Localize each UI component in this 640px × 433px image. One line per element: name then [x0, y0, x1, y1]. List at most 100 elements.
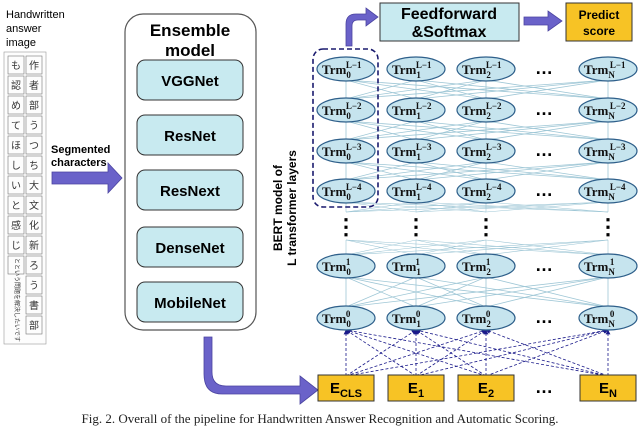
- figure-caption: Fig. 2. Overall of the pipeline for Hand…: [81, 411, 559, 426]
- layer-edge: [345, 79, 609, 100]
- embedding-label: E2: [478, 380, 494, 400]
- trm-node-label: Trm20: [462, 309, 491, 329]
- answer-label-line-1: Handwritten: [6, 9, 65, 21]
- layer-edge: [485, 79, 609, 100]
- trm-node-top-2-2: [456, 97, 516, 123]
- answer-cell: [7, 215, 25, 235]
- layer-edge: [345, 276, 609, 308]
- layer-edge: [485, 120, 609, 141]
- arrow-to-feedforward: [345, 7, 379, 47]
- layer-edge: [415, 201, 487, 213]
- answer-char: ほ: [11, 140, 21, 152]
- trm-node-layer-1-2: [456, 253, 516, 279]
- layer-edge: [345, 239, 487, 256]
- layer-edge: [345, 120, 609, 141]
- row-ellipsis: …: [535, 255, 553, 275]
- model-box-resnext: [136, 169, 244, 211]
- trm-node-layer-0-N: [578, 305, 638, 331]
- trm-node-label: Trm10: [392, 309, 421, 329]
- embedding-edge: [415, 329, 487, 377]
- segmented-arrow: Segmented characters: [51, 144, 123, 195]
- embedding-edge: [485, 329, 609, 377]
- segmented-label-line-2: characters: [51, 157, 107, 169]
- predict-line-1: Predict: [579, 8, 620, 22]
- answer-cell: [7, 195, 25, 215]
- layer-edge: [485, 201, 609, 213]
- layer-edge: [345, 161, 609, 181]
- answer-cell: [7, 175, 25, 195]
- answer-label-line-3: image: [6, 37, 36, 49]
- layer-edge: [415, 120, 609, 141]
- embedding-edge: [415, 328, 609, 377]
- trm-node-label: Trm2L−1: [462, 60, 502, 80]
- ensemble-title-line-2: model: [165, 41, 215, 60]
- answer-cell: [25, 195, 43, 215]
- layer-edge: [415, 276, 487, 308]
- layer-edge: [345, 276, 487, 308]
- arrow-to-ensemble: [51, 161, 123, 195]
- answer-label-line-2: answer: [6, 23, 42, 35]
- answer-char: と: [11, 200, 21, 212]
- trm-node-top-1-N: [578, 56, 638, 82]
- embedding-edge: [345, 329, 487, 377]
- answer-char: つ: [29, 141, 39, 152]
- embedding-2: [457, 374, 515, 402]
- trm-node-label: Trm1L−1: [392, 60, 432, 80]
- bert-label: BERT model of L transformer layers: [271, 150, 299, 266]
- layer-edge: [345, 161, 487, 181]
- layer-edge: [345, 120, 487, 141]
- trm-node-label: Trm1L−3: [392, 142, 432, 162]
- answer-char: 者: [29, 80, 39, 92]
- answer-cell: [7, 55, 25, 75]
- trm-node-top-1-2: [456, 56, 516, 82]
- layer-edge: [485, 239, 609, 256]
- layer-edge: [415, 79, 609, 100]
- model-label: ResNext: [160, 183, 220, 200]
- trm-node-label: TrmNL−2: [584, 101, 626, 121]
- answer-char: い: [11, 181, 21, 192]
- trm-node-label: Trm21: [462, 257, 491, 277]
- trm-node-label: TrmN1: [584, 257, 615, 277]
- model-box-resnet: [136, 114, 244, 156]
- layer-edge: [345, 79, 487, 100]
- answer-char: め: [11, 100, 21, 112]
- answer-cell: [7, 255, 25, 275]
- layer-edge: [415, 239, 487, 256]
- trm-node-label: TrmNL−1: [584, 60, 626, 80]
- answer-char: 文: [29, 199, 39, 212]
- embedding-edge: [345, 328, 609, 377]
- model-label: MobileNet: [154, 295, 226, 312]
- answer-char: 大: [29, 179, 39, 192]
- trm-node-top-2-0: [316, 97, 376, 123]
- answer-char: 新: [29, 239, 39, 252]
- layer-vdots: ⋮: [597, 214, 619, 239]
- layer-edge: [345, 201, 417, 213]
- layer-edge: [345, 120, 417, 141]
- predict-score-box: [565, 2, 633, 42]
- layer-edge: [345, 239, 609, 256]
- trm-node-top-3-0: [316, 138, 376, 164]
- arrow-to-predict: [523, 10, 563, 32]
- model-label: ResNet: [164, 128, 216, 145]
- trm-node-top-2-N: [578, 97, 638, 123]
- model-box-mobilenet: [136, 281, 244, 323]
- embedding-edge: [345, 329, 417, 377]
- answer-char: 部: [29, 99, 39, 112]
- answer-cell: [25, 75, 43, 95]
- trm-node-top-4-N: [578, 178, 638, 204]
- layer-edge: [345, 239, 417, 256]
- answer-char: も: [11, 60, 21, 72]
- arrow-to-embeddings: [203, 336, 319, 405]
- ensemble-model: Ensemble model VGGNetResNetResNextDenseN…: [124, 13, 257, 331]
- answer-cell: [25, 175, 43, 195]
- trm-node-label: Trm0L−2: [322, 101, 362, 121]
- answer-sheet-frame: [3, 51, 47, 345]
- embedding-edge: [345, 329, 487, 377]
- trm-node-layer-0-2: [456, 305, 516, 331]
- bert-label-line-2: L transformer layers: [285, 150, 299, 266]
- trm-node-top-4-2: [456, 178, 516, 204]
- embedding-n: [579, 374, 637, 402]
- trm-node-top-3-1: [386, 138, 446, 164]
- answer-cell: [25, 235, 43, 255]
